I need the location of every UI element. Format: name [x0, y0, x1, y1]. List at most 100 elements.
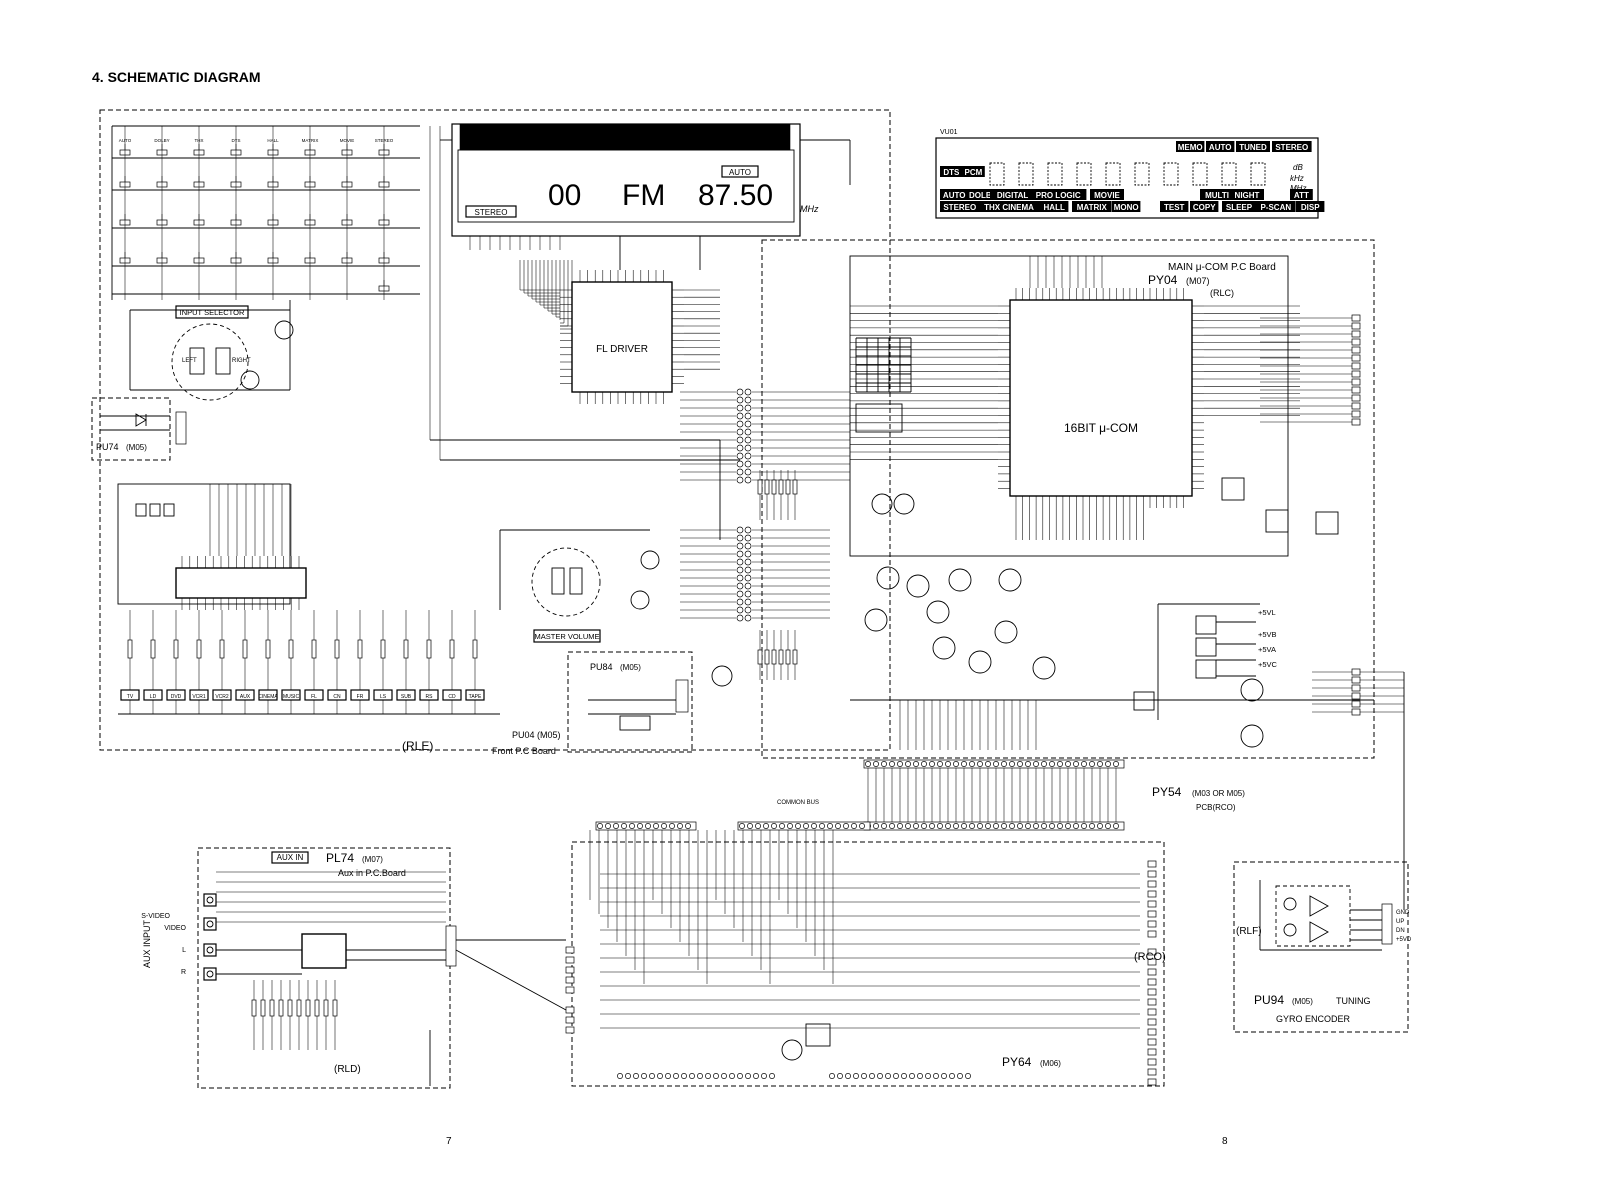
connector-pin-jy53: [929, 823, 935, 829]
connector-pin-jy64: [729, 1073, 735, 1079]
connector-pin-jy53: [961, 823, 967, 829]
indicator-chip: [1272, 141, 1312, 152]
capacitor-icon: [332, 999, 338, 1017]
encoder-switch-left: [189, 347, 205, 375]
connector-pin-jy53: [953, 823, 959, 829]
indicator-label: DOLBY: [969, 191, 998, 200]
indicator-label: MONO: [1114, 203, 1139, 212]
encoder-switch-right: [215, 347, 231, 375]
connector-pin-jy51: [1049, 761, 1055, 767]
front-key-label: MATRIX: [302, 138, 319, 143]
connector-pin-jy53: [1065, 823, 1071, 829]
indicator-label: MEMO: [1178, 143, 1203, 152]
connector-pin-ju01: [736, 412, 744, 420]
connector-pin-jy02: [1351, 386, 1361, 394]
indicator-label: P-SCAN: [1260, 203, 1291, 212]
encoder-right-label: RIGHT: [232, 358, 251, 364]
connector-pin-jy62: [795, 823, 801, 829]
center-connectors: [430, 388, 850, 680]
ucom-ic: [1009, 299, 1193, 497]
connector-pin-jy70: [1147, 860, 1157, 868]
regulator-icon: [1195, 659, 1217, 679]
connector-pin-jy51: [993, 761, 999, 767]
connector-pin-jy51: [1025, 761, 1031, 767]
connector-pin-jy64: [617, 1073, 623, 1079]
segment-digit-icon: [1076, 162, 1092, 186]
connector-pin-jy70: [1147, 900, 1157, 908]
connector-pin-jy03: [1351, 700, 1361, 708]
master-volume-tag: [533, 629, 601, 643]
resistor-icon: [265, 639, 271, 659]
rail-5vc: +5VC: [1258, 660, 1278, 669]
connector-pin-jy51: [1113, 761, 1119, 767]
connector-pin-jy53: [1097, 823, 1103, 829]
indicator-chip: [1222, 201, 1256, 212]
connector-pin-jy53: [1105, 823, 1111, 829]
connector-pin-jy51: [985, 761, 991, 767]
master-volume-label: MASTER VOLUME: [534, 632, 599, 641]
aux-jack-icon: [203, 917, 217, 931]
connector-pin-jy61: [1147, 1018, 1157, 1026]
indicator-chip: [1030, 189, 1087, 200]
connector-pin-jy53: [937, 823, 943, 829]
connector-pin-jy03: [1351, 708, 1361, 716]
capacitor-icon: [287, 999, 293, 1017]
connector-pin-jy51: [1009, 761, 1015, 767]
segment-digit-icon: [989, 162, 1005, 186]
connector-pin-jy51: [905, 761, 911, 767]
front-key-label: HALL: [267, 138, 279, 143]
connector-pin-jy62: [827, 823, 833, 829]
regulator-icon: [1195, 615, 1217, 635]
pu94-code: (M05): [1292, 997, 1313, 1006]
connector-pin-jy02: [1351, 410, 1361, 418]
indicator-label: ATT: [1294, 191, 1309, 200]
led-label: DVD: [171, 694, 182, 700]
rail-5vb: +5VB: [1258, 630, 1277, 639]
connector-pin-jy53: [921, 823, 927, 829]
connector-pin-jy64: [633, 1073, 639, 1079]
led-label: CN: [333, 694, 341, 700]
connector-pin-jy64: [689, 1073, 695, 1079]
aux-board-name: Aux in P.C.Board: [338, 868, 406, 878]
connector-pin-jy52: [653, 823, 659, 829]
pu94-board-outline: [1233, 861, 1409, 1033]
segment-digit-icon: [1047, 162, 1063, 186]
connector-pin-ju02: [744, 566, 752, 574]
aux-jack-r: R: [181, 969, 186, 976]
led-label: LD: [150, 694, 157, 700]
connector-pin-ju01: [736, 404, 744, 412]
connector-pin-ju01: [736, 452, 744, 460]
connector-pin-jy51: [977, 761, 983, 767]
connector-pin-ju02: [736, 590, 744, 598]
main-ucom-code: (M07): [1186, 276, 1210, 286]
resistor-icon: [311, 639, 317, 659]
rail-5va: +5VA: [1258, 645, 1276, 654]
aux-jack-l: L: [182, 947, 186, 954]
connector-pin-jy51: [865, 761, 871, 767]
indicator-chip: [1190, 201, 1219, 212]
connector-pin-ju01: [744, 396, 752, 404]
connector-pin-jy51: [897, 761, 903, 767]
connector-pin-jy51: [889, 761, 895, 767]
capacitor-icon: [792, 649, 798, 665]
connector-pin-jy58: [565, 966, 575, 974]
led-icon: [163, 503, 175, 517]
resistor-icon: [127, 639, 133, 659]
connector-pin-jy51: [969, 761, 975, 767]
gyro-pin-up: UP: [1396, 919, 1404, 925]
connector-pin-ju02: [736, 558, 744, 566]
connector-pin-jy70: [1147, 930, 1157, 938]
connector-pin-jy65: [925, 1073, 931, 1079]
led-label: TV: [127, 694, 134, 700]
connector-pin-jy64: [697, 1073, 703, 1079]
connector-pin-jy53: [977, 823, 983, 829]
display-stereo-flag: [465, 205, 517, 218]
connector-pin-jy53: [969, 823, 975, 829]
indicator-chip: [990, 189, 1036, 200]
connector-pin-jy64: [713, 1073, 719, 1079]
connector-pin-jy61: [1147, 1078, 1157, 1086]
fl-driver-bus: [469, 236, 720, 370]
aux-in-label: AUX IN: [277, 853, 304, 862]
aux-jack-icon: [203, 943, 217, 957]
